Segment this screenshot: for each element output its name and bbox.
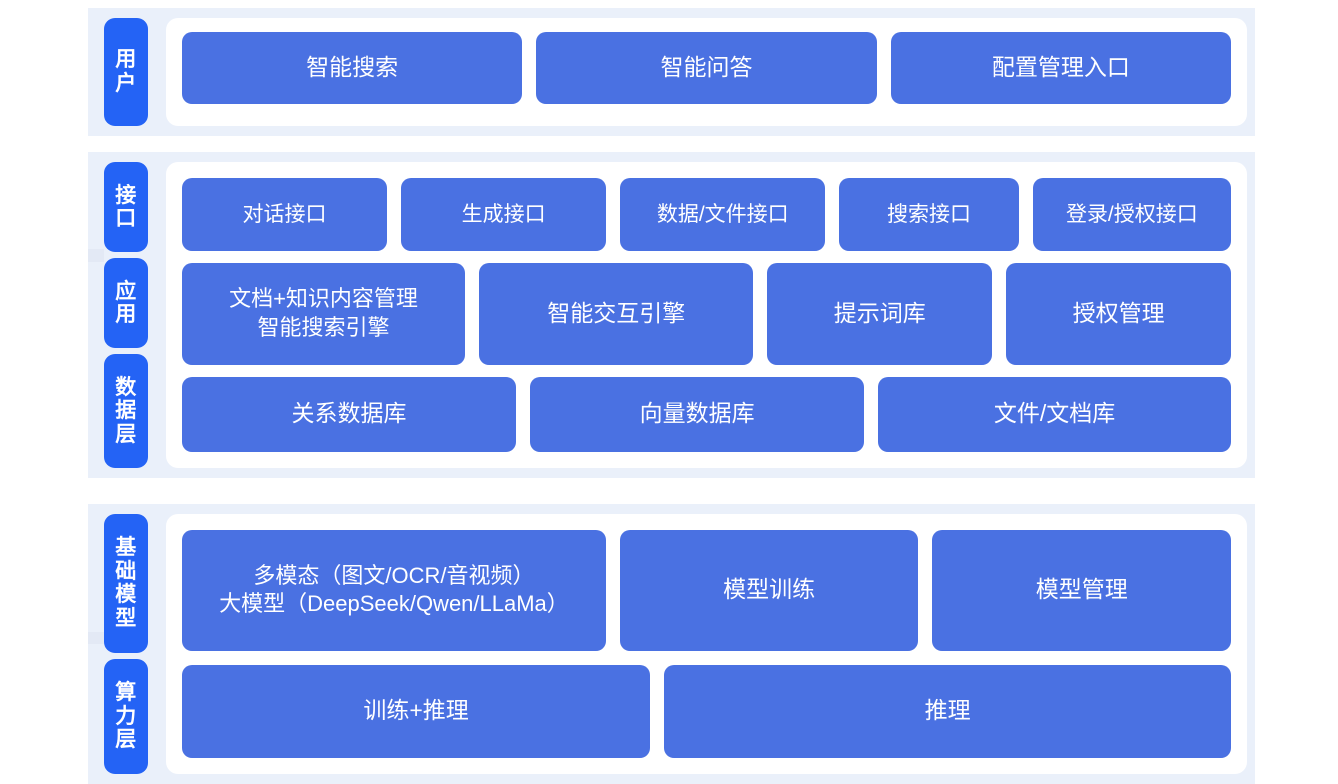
section-platform-labels: 接口 应用 数据层: [104, 152, 162, 478]
layer-label-foundation-model-text: 基础模型: [115, 536, 137, 630]
layer-label-interface: 接口: [104, 162, 148, 253]
section-user: 用户 智能搜索 智能问答 配置管理入口: [88, 8, 1255, 136]
section-infrastructure: 基础模型 算力层 多模态（图文/OCR/音视频） 大模型（DeepSeek/Qw…: [88, 504, 1255, 784]
box-prompt-library[interactable]: 提示词库: [767, 262, 993, 365]
box-multimodal-large-model[interactable]: 多模态（图文/OCR/音视频） 大模型（DeepSeek/Qwen/LLaMa）: [182, 530, 606, 651]
box-login-auth-api[interactable]: 登录/授权接口: [1032, 178, 1231, 251]
box-vector-database[interactable]: 向量数据库: [530, 376, 865, 452]
box-data-file-api[interactable]: 数据/文件接口: [620, 178, 826, 251]
layer-label-compute: 算力层: [104, 658, 148, 775]
layer-label-interface-text: 接口: [115, 183, 137, 231]
box-model-management[interactable]: 模型管理: [932, 530, 1231, 651]
box-inference[interactable]: 推理: [664, 664, 1231, 759]
interface-row: 对话接口 生成接口 数据/文件接口 搜索接口 登录/授权接口: [182, 178, 1231, 251]
section-platform-card: 对话接口 生成接口 数据/文件接口 搜索接口 登录/授权接口 文档+知识内容管理…: [166, 162, 1247, 468]
box-model-training[interactable]: 模型训练: [619, 530, 919, 651]
section-platform: 接口 应用 数据层 对话接口 生成接口 数据/文件接口 搜索接口 登录/授权接口…: [88, 152, 1255, 478]
layer-label-application: 应用: [104, 258, 148, 349]
box-relational-database[interactable]: 关系数据库: [182, 376, 517, 452]
application-row: 文档+知识内容管理 智能搜索引擎 智能交互引擎 提示词库 授权管理: [182, 262, 1231, 365]
box-smart-qa[interactable]: 智能问答: [536, 32, 877, 104]
box-config-management-entry[interactable]: 配置管理入口: [890, 32, 1231, 104]
model-row: 多模态（图文/OCR/音视频） 大模型（DeepSeek/Qwen/LLaMa）…: [182, 530, 1231, 651]
layer-label-compute-text: 算力层: [115, 681, 137, 752]
platform-sublayer-divider: [88, 249, 104, 262]
layer-label-data: 数据层: [104, 354, 148, 468]
compute-row: 训练+推理 推理: [182, 664, 1231, 759]
layer-label-foundation-model: 基础模型: [104, 514, 148, 653]
layer-label-data-text: 数据层: [115, 375, 137, 446]
box-training-and-inference[interactable]: 训练+推理: [182, 664, 651, 759]
section-user-labels: 用户: [104, 8, 162, 136]
data-row: 关系数据库 向量数据库 文件/文档库: [182, 376, 1231, 452]
box-smart-search[interactable]: 智能搜索: [182, 32, 523, 104]
section-infrastructure-rail: [88, 504, 104, 784]
box-dialogue-api[interactable]: 对话接口: [182, 178, 388, 251]
section-user-rail: [88, 8, 104, 136]
box-document-knowledge-management[interactable]: 文档+知识内容管理 智能搜索引擎: [182, 262, 466, 365]
box-search-api[interactable]: 搜索接口: [839, 178, 1019, 251]
layer-label-user: 用户: [104, 18, 148, 126]
layer-label-application-text: 应用: [115, 279, 137, 327]
box-generation-api[interactable]: 生成接口: [401, 178, 607, 251]
section-infrastructure-labels: 基础模型 算力层: [104, 504, 162, 784]
infrastructure-sublayer-divider: [88, 632, 104, 644]
section-user-card: 智能搜索 智能问答 配置管理入口: [166, 18, 1247, 126]
user-row: 智能搜索 智能问答 配置管理入口: [182, 32, 1231, 112]
section-infrastructure-card: 多模态（图文/OCR/音视频） 大模型（DeepSeek/Qwen/LLaMa）…: [166, 514, 1247, 774]
layer-label-user-text: 用户: [115, 48, 137, 95]
box-authorization-management[interactable]: 授权管理: [1006, 262, 1231, 365]
section-platform-rail: [88, 152, 104, 478]
box-smart-interaction-engine[interactable]: 智能交互引擎: [479, 262, 754, 365]
box-file-document-store[interactable]: 文件/文档库: [878, 376, 1231, 452]
